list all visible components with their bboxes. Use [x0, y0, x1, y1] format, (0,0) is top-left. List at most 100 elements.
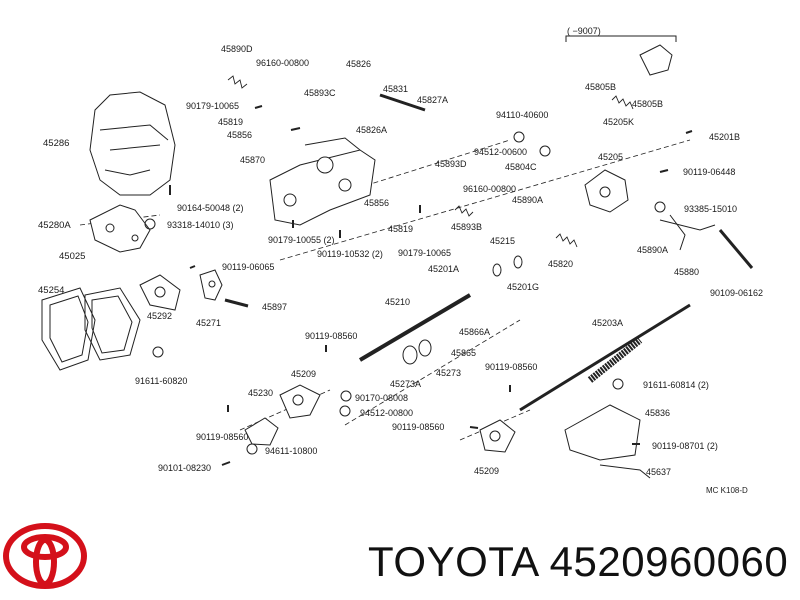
production-range-note: ( −9007): [567, 26, 601, 36]
toyota-emblem-icon: [3, 523, 87, 589]
parts-drawing: [41, 35, 754, 479]
callout-45826A: 45826A: [356, 125, 388, 135]
callout-45897: 45897: [262, 302, 288, 312]
callout-45819-b: 45819: [388, 224, 414, 234]
callout-90101-08230: 90101-08230: [158, 463, 212, 473]
callout-90170-08008: 90170-08008: [355, 393, 409, 403]
toyota-logo: [2, 520, 88, 592]
callout-symbols: [144, 131, 666, 455]
universal-joint-lower: [479, 419, 516, 453]
callout-45254: 45254: [38, 285, 65, 296]
rings: [492, 255, 523, 277]
callout-94110-40600: 94110-40600: [496, 110, 549, 120]
springs: [227, 75, 634, 248]
callout-45890D: 45890D: [221, 44, 253, 54]
callout-45865: 45865: [451, 348, 477, 358]
universal-joint-upper: [279, 384, 321, 419]
callout-45210: 45210: [385, 297, 411, 307]
callout-45201A: 45201A: [428, 264, 460, 274]
callout-45273: 45273: [436, 368, 462, 378]
diagram-reference-code: MC K108-D: [706, 486, 748, 495]
callout-45637: 45637: [646, 467, 672, 477]
lock-assembly: [584, 169, 629, 213]
callout-94512-00600: 94512-00600: [474, 147, 528, 157]
column-cover: [89, 91, 176, 196]
callout-45201G: 45201G: [507, 282, 540, 292]
callout-90119-06448: 90119-06448: [683, 167, 736, 177]
ignition-key: [639, 44, 673, 76]
callout-45271: 45271: [196, 318, 222, 328]
callout-45819: 45819: [218, 117, 244, 127]
callout-45025: 45025: [59, 251, 86, 262]
callout-45209: 45209: [291, 369, 317, 379]
callout-45866A: 45866A: [459, 327, 491, 337]
callout-93385-15010: 93385-15010: [684, 204, 738, 214]
callout-45856-b: 45856: [364, 198, 390, 208]
callout-94512-00800: 94512-00800: [360, 408, 414, 418]
callout-45280A: 45280A: [38, 220, 71, 231]
callout-45870: 45870: [240, 155, 266, 165]
callout-45826: 45826: [346, 59, 372, 69]
callout-91611-60820: 91611-60820: [135, 376, 188, 386]
tilt-lever: [659, 214, 716, 251]
callout-90119-08560: 90119-08560: [305, 331, 358, 341]
column-bracket: [89, 204, 151, 253]
bolt-45897: [224, 298, 249, 308]
callout-96160-00800-b: 96160-00800: [463, 184, 517, 194]
callout-45230: 45230: [248, 388, 274, 398]
callout-90179-10065: 90179-10065: [186, 101, 240, 111]
callout-45215: 45215: [490, 236, 516, 246]
bolts: [169, 105, 693, 466]
callout-45820: 45820: [548, 259, 574, 269]
callout-45880: 45880: [674, 267, 700, 277]
callout-45827A: 45827A: [417, 95, 449, 105]
callout-90164-50048: 90164-50048 (2): [177, 203, 244, 213]
callout-45201B: 45201B: [709, 132, 741, 142]
callout-45893C: 45893C: [304, 88, 336, 98]
callout-90119-06065: 90119-06065: [222, 262, 275, 272]
callout-45805B-2: 45805B: [632, 99, 664, 109]
callout-90179-10055: 90179-10055 (2): [268, 235, 335, 245]
bracket-45271: [199, 269, 223, 301]
callout-90119-10532: 90119-10532 (2): [317, 249, 383, 259]
exploded-parts-diagram: [41, 35, 754, 479]
callout-45292: 45292: [147, 311, 173, 321]
callout-45205: 45205: [598, 152, 624, 162]
callout-90119-08560-c: 90119-08560: [196, 432, 249, 442]
callout-45831: 45831: [383, 84, 409, 94]
bushing: [402, 339, 432, 365]
callout-45890A-top: 45890A: [512, 195, 544, 205]
brand-name: TOYOTA: [368, 538, 538, 585]
callout-45893B: 45893B: [451, 222, 483, 232]
callout-45890A: 45890A: [637, 245, 669, 255]
dust-boot: [41, 287, 141, 371]
callout-91611-60814: 91611-60814 (2): [643, 380, 709, 390]
callout-96160-00800: 96160-00800: [256, 58, 310, 68]
callout-45205K: 45205K: [603, 117, 635, 127]
callout-93318-14010: 93318-14010 (3): [167, 220, 234, 230]
part-number: 4520960060: [549, 538, 789, 585]
joint-45230: [244, 417, 279, 446]
callout-94611-10800: 94611-10800: [265, 446, 318, 456]
callout-45273A: 45273A: [390, 379, 422, 389]
range-bracket: [565, 35, 677, 42]
callout-90119-08560-d: 90119-08560: [392, 422, 445, 432]
callout-90119-08701: 90119-08701 (2): [652, 441, 718, 451]
callout-45893D: 45893D: [435, 159, 467, 169]
callout-90119-08560-b: 90119-08560: [485, 362, 538, 372]
cover-plate: [139, 274, 181, 311]
bracket-45637: [599, 464, 651, 479]
callout-45836: 45836: [645, 408, 671, 418]
callout-45209-b: 45209: [474, 466, 500, 476]
callout-90179-10065-b: 90179-10065: [398, 248, 452, 258]
callout-90109-06162: 90109-06162: [710, 288, 764, 298]
steering-shafts: [358, 93, 754, 412]
column-housing: [269, 137, 376, 226]
callout-45856: 45856: [227, 130, 253, 140]
callout-45804C: 45804C: [505, 162, 537, 172]
callout-45203A: 45203A: [592, 318, 624, 328]
column-lower-cover: [564, 404, 641, 461]
callout-45805B: 45805B: [585, 82, 617, 92]
brand-and-part-number: TOYOTA 4520960060: [368, 538, 788, 586]
callout-45286: 45286: [43, 138, 70, 149]
